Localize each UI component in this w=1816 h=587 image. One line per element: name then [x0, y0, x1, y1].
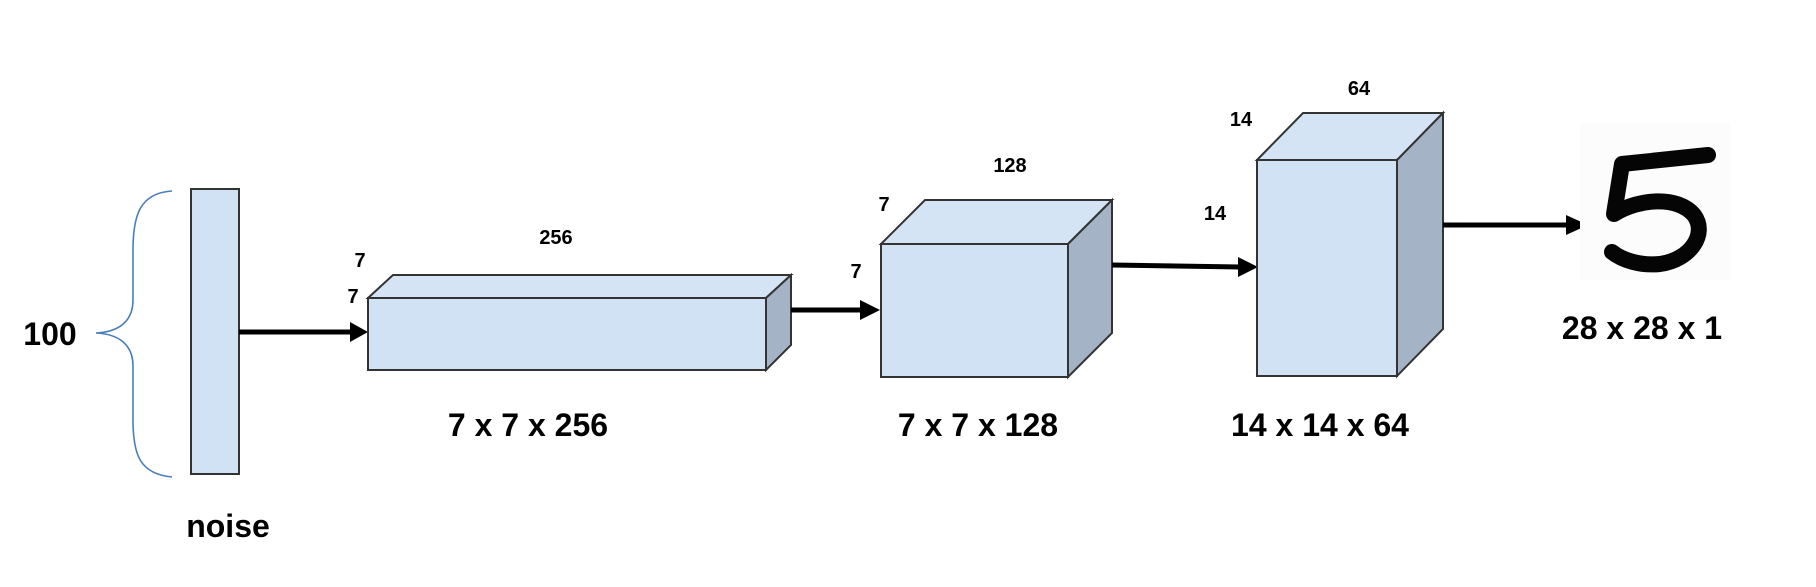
block2-width-label: 128 [993, 155, 1026, 177]
noise-vector [190, 188, 240, 475]
block3-depth-label: 14 [1204, 203, 1227, 225]
block3-width-label: 64 [1348, 78, 1371, 100]
block1-width-label: 256 [539, 227, 572, 249]
block1-height-label: 7 [354, 250, 365, 272]
block2-height-label: 7 [878, 194, 889, 216]
curly-brace-icon [95, 190, 173, 478]
handwritten-digit-icon [1580, 122, 1730, 280]
input-size-label: 100 [23, 316, 76, 352]
block-7x7x128 [878, 197, 1115, 380]
block2-shape-label: 7 x 7 x 128 [898, 407, 1058, 443]
block-7x7x256 [365, 272, 794, 373]
arrow-block1-to-block2 [791, 300, 880, 320]
block2-depth-label: 7 [850, 261, 861, 283]
arrow-block3-to-output [1443, 215, 1588, 235]
block1-depth-label: 7 [347, 286, 358, 308]
block3-shape-label: 14 x 14 x 64 [1231, 407, 1409, 443]
block1-shape-label: 7 x 7 x 256 [448, 407, 608, 443]
arrow-block2-to-block3 [1111, 257, 1258, 277]
arrow-noise-to-block1 [239, 322, 368, 342]
block-14x14x64 [1254, 110, 1446, 379]
noise-label: noise [186, 508, 270, 544]
output-shape-label: 28 x 28 x 1 [1562, 310, 1722, 346]
block3-height-label: 14 [1230, 109, 1253, 131]
